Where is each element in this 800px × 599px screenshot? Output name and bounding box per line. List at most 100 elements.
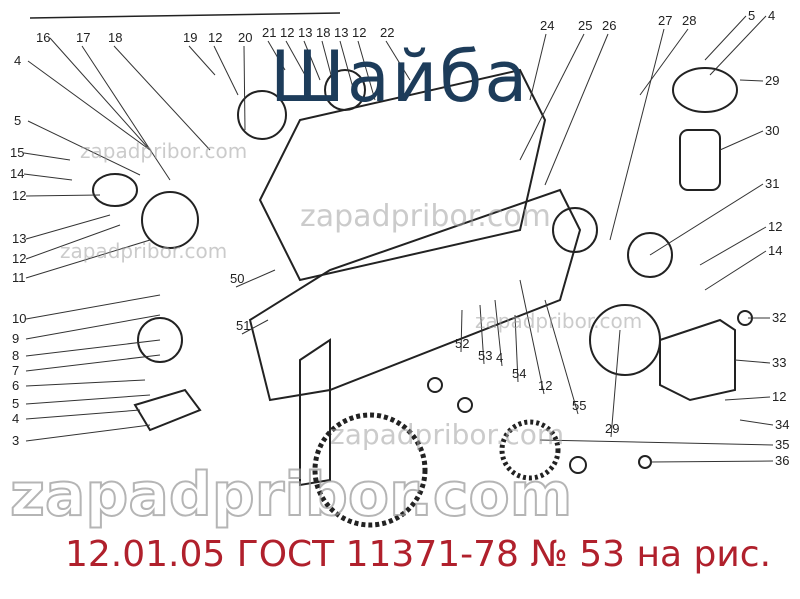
callout-label: 29 — [605, 421, 619, 436]
engine-block-lower — [248, 188, 582, 402]
leader-line — [544, 299, 579, 415]
leader-line — [539, 439, 774, 446]
callout-label: 36 — [775, 453, 789, 468]
leader-line — [25, 424, 151, 442]
leader-line — [235, 269, 276, 288]
callout-label: 20 — [238, 30, 252, 45]
callout-label: 51 — [236, 318, 250, 333]
watermark: zapadpribor.com — [475, 309, 643, 333]
small-gear — [499, 419, 561, 481]
callout-label: 33 — [772, 355, 786, 370]
leader-line — [25, 409, 141, 420]
watermark-large: zapadpribor.com — [9, 460, 573, 530]
callout-label: 14 — [768, 243, 782, 258]
leader-line — [610, 329, 621, 438]
callout-label: 16 — [36, 30, 50, 45]
callout-label: 52 — [455, 336, 469, 351]
callout-label: 18 — [316, 25, 330, 40]
callout-label: 12 — [12, 188, 26, 203]
leader-line — [25, 394, 151, 405]
callout-label: 26 — [602, 18, 616, 33]
leader-line — [25, 239, 151, 279]
leader-line — [321, 40, 336, 91]
callout-label: 14 — [10, 166, 24, 181]
leader-line — [699, 226, 767, 266]
leader-line — [25, 224, 121, 260]
callout-label: 13 — [298, 25, 312, 40]
watermark: zapadpribor.com — [80, 139, 248, 163]
callout-label: 7 — [12, 363, 19, 378]
leader-line — [479, 304, 485, 365]
leader-line — [649, 460, 774, 463]
callout-label: 9 — [12, 331, 19, 346]
watermark: zapadpribor.com — [300, 199, 551, 234]
callout-label: 4 — [496, 350, 503, 365]
callout-label: 50 — [230, 271, 244, 286]
callout-label: 54 — [512, 366, 526, 381]
leader-line — [460, 309, 463, 353]
callout-label: 32 — [772, 310, 786, 325]
leader-line — [649, 183, 764, 256]
leader-line — [25, 214, 111, 240]
callout-label: 21 — [262, 25, 276, 40]
callout-label: 22 — [380, 25, 394, 40]
callout-label: 10 — [12, 311, 26, 326]
callout-label: 13 — [12, 231, 26, 246]
parts-shapes — [29, 12, 753, 528]
leader-line — [719, 130, 764, 151]
callout-label: 25 — [578, 18, 592, 33]
callout-label: 19 — [183, 30, 197, 45]
callout-label: 5 — [14, 113, 21, 128]
leader-line — [25, 294, 161, 320]
callout-label: 5 — [12, 396, 19, 411]
leader-line — [519, 279, 545, 395]
callout-label: 4 — [768, 8, 775, 23]
callout-label: 12 — [12, 251, 26, 266]
watermark: zapadpribor.com — [330, 418, 565, 451]
leader-line — [494, 299, 503, 367]
large-gear — [312, 412, 428, 528]
watermark: zapadpribor.com — [60, 239, 228, 263]
leader-line — [285, 40, 306, 76]
leader-line — [339, 40, 356, 96]
leader-line — [724, 396, 771, 401]
callout-label: 8 — [12, 348, 19, 363]
leader-line — [113, 45, 211, 151]
leader-line — [704, 15, 747, 61]
leader-line — [303, 40, 321, 81]
leader-line — [25, 379, 146, 387]
flange-part — [141, 191, 199, 249]
leader-line — [529, 33, 547, 101]
leader-line — [243, 45, 246, 131]
callout-label: 11 — [12, 270, 26, 285]
callout-label: 12 — [280, 25, 294, 40]
callout-label: 30 — [765, 123, 779, 138]
callout-label: 24 — [540, 18, 554, 33]
callout-label: 12 — [208, 30, 222, 45]
callout-label: 12 — [768, 219, 782, 234]
leader-line — [25, 339, 161, 357]
leader-line — [739, 79, 764, 82]
leader-line — [385, 40, 411, 81]
leader-line — [27, 60, 151, 151]
leader-line — [704, 250, 767, 291]
leader-line — [49, 37, 151, 151]
engine-block-upper — [258, 68, 547, 282]
leader-line — [241, 319, 269, 335]
leader-line — [25, 314, 161, 340]
callout-label: 13 — [334, 25, 348, 40]
callout-label: 4 — [12, 411, 19, 426]
leader-line — [609, 28, 665, 241]
cylinder-liner — [679, 129, 721, 191]
callout-label: 6 — [12, 378, 19, 393]
callout-label: 17 — [76, 30, 90, 45]
callout-label: 3 — [12, 433, 19, 448]
callout-label: 34 — [775, 417, 789, 432]
callout-label: 29 — [765, 73, 779, 88]
leader-line — [639, 28, 689, 96]
leader-line — [734, 359, 771, 364]
callout-label: 31 — [765, 176, 779, 191]
callout-label: 4 — [14, 53, 21, 68]
leader-line — [23, 152, 71, 161]
part-caption: 12.01.05 ГОСТ 11371-78 № 53 на рис. — [65, 534, 772, 575]
